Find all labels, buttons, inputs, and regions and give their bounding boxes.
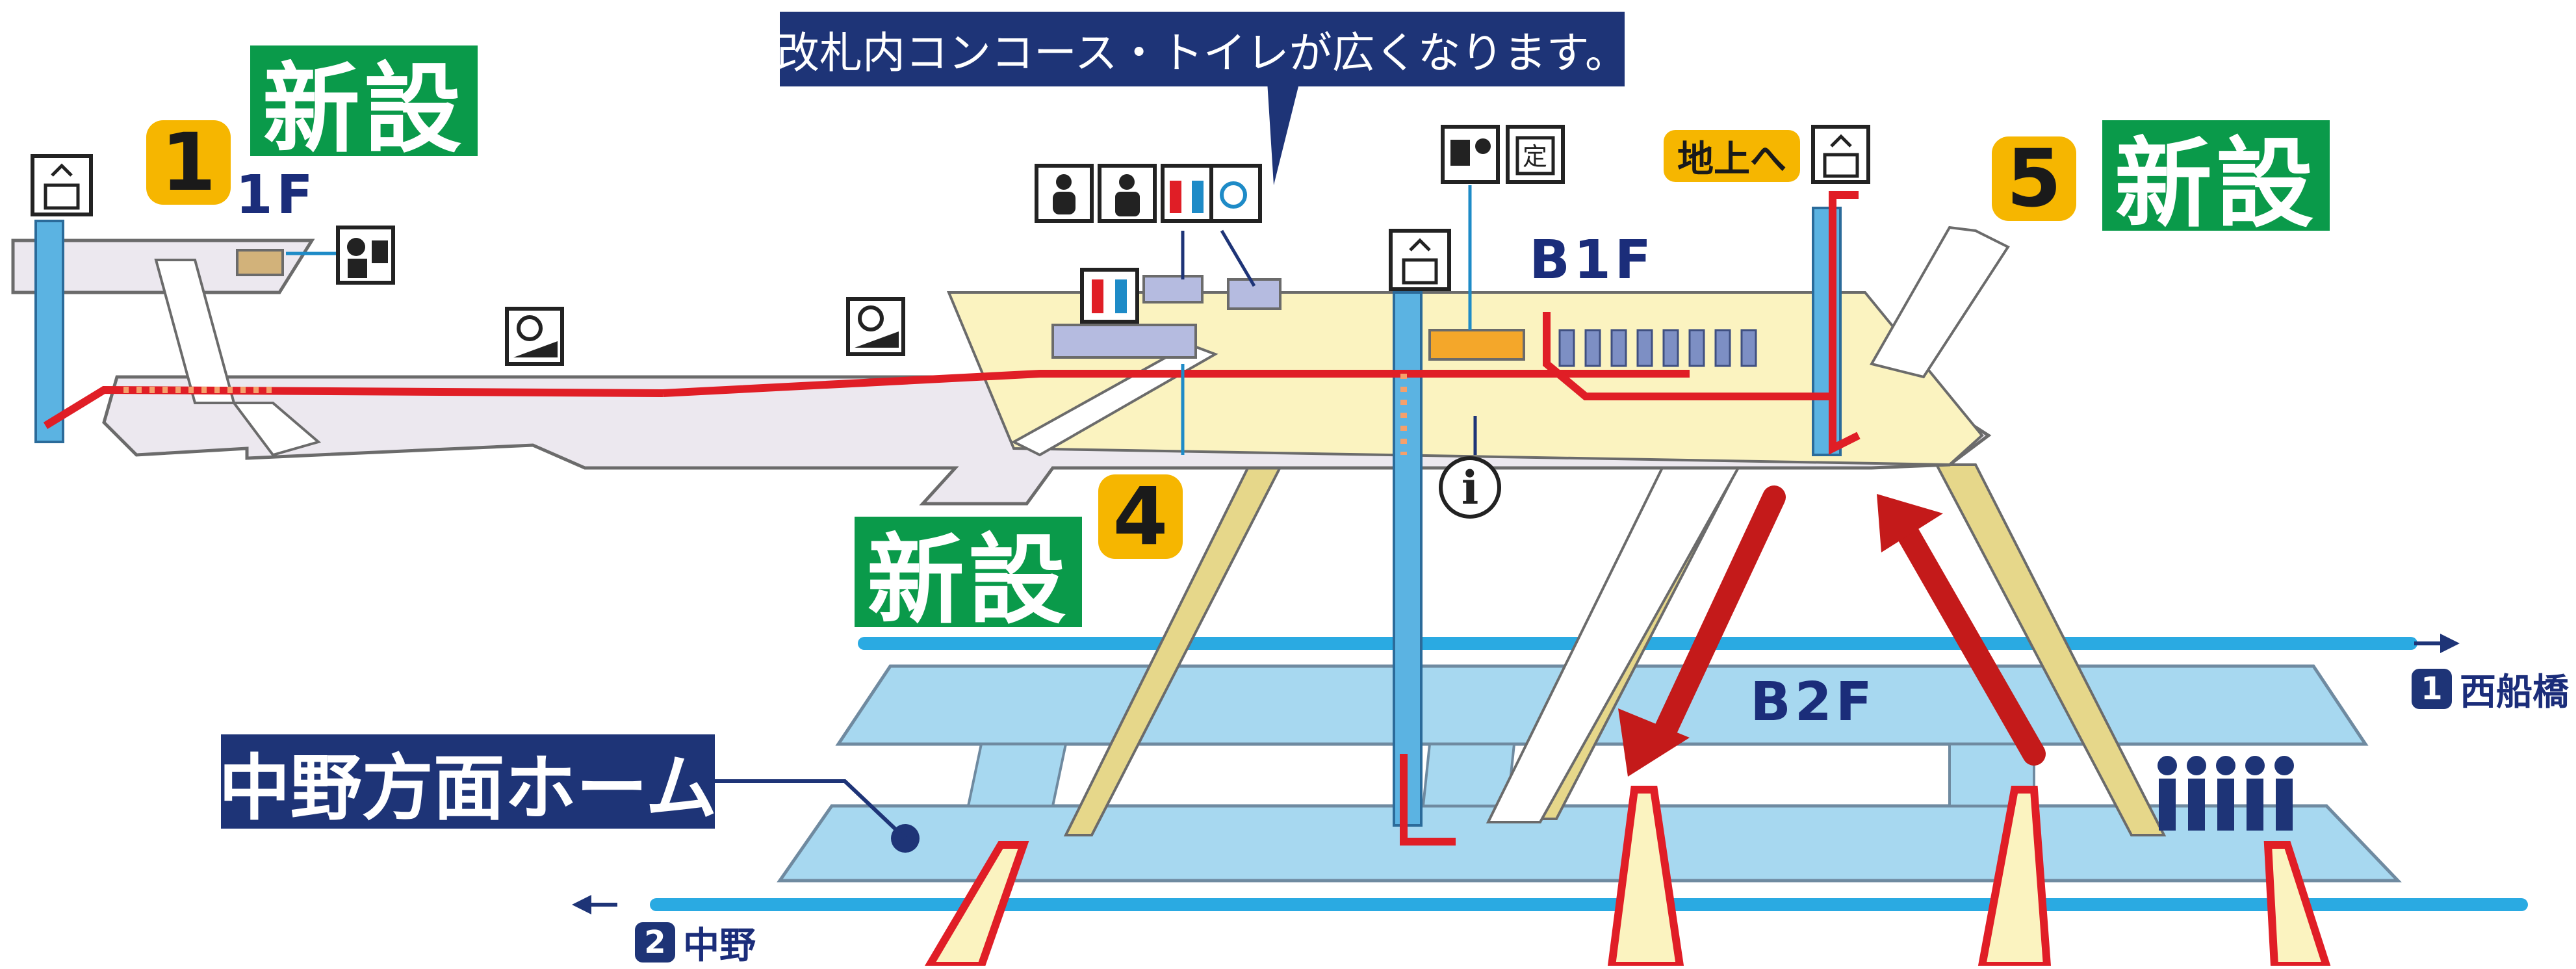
to-surface-label: 地上へ [1664,130,1800,182]
elevator-icon [1811,125,1870,184]
exit-beams [925,786,2331,966]
wheelchair-icon [1209,164,1262,223]
arrow-right-icon [2440,634,2460,653]
svg-text:i: i [1462,461,1479,515]
b1f-level [11,81,2010,846]
ticket-machine-icon [1441,125,1500,184]
stairs-exit5 [1869,226,2010,379]
floor-label-b1f: B1F [1529,229,1655,291]
wheelchair-slope-icon [846,297,905,356]
new-badge-exit4: 新設 [855,517,1082,638]
platform-label-nakano: 中野方面ホーム [219,734,717,830]
arrow-left-icon [572,895,591,914]
direction-east: 1 西船橋 [2404,656,2576,721]
direction-east-name: 西船橋 [2460,671,2569,714]
platform-lower [777,804,2402,883]
exit-badge-5: 5 [1992,133,2076,225]
new-badge-exit1: 新設 [250,45,478,166]
elevator-icon [31,154,93,216]
commuter-pass-icon: 定 [1506,125,1565,184]
floor-label-b2f: B2F [1750,671,1876,733]
stairs [1063,434,2167,836]
ostomate-icon [1098,164,1157,223]
accessible-route [662,370,1690,397]
new-badge-exit5: 新設 [2102,120,2330,241]
exit-badge-4: 4 [1098,471,1183,563]
waiting-passengers-icon [2157,756,2294,831]
line-number-icon: 1 [2412,669,2452,709]
exit-badge-1: 1 [146,116,231,209]
elevator-shaft-2 [1393,291,1423,827]
floor-label-1f: 1F [235,164,317,226]
ticket-counter [1428,329,1525,361]
wheelchair-slope-icon [505,307,564,366]
flow-arrows [1618,485,2046,777]
restroom-block [1051,324,1197,359]
baby-room-icon [1035,164,1094,223]
line-number-icon: 2 [635,922,675,963]
svg-text:定: 定 [1523,142,1547,171]
ticket-gates [1558,329,1757,367]
station-staff-icon [336,226,395,285]
restroom-icon [1161,164,1213,223]
elevator-shaft-1 [34,220,64,443]
restroom-icon [1080,268,1139,324]
callout-renovation: 改札内コンコース・トイレが広くなります。 [777,12,1628,86]
callout-pointer [1267,81,1300,185]
info-icon: i [1439,456,1501,519]
direction-west: 2 中野 [621,920,770,967]
elevator-icon [1389,229,1451,291]
direction-west-name: 中野 [683,924,756,967]
